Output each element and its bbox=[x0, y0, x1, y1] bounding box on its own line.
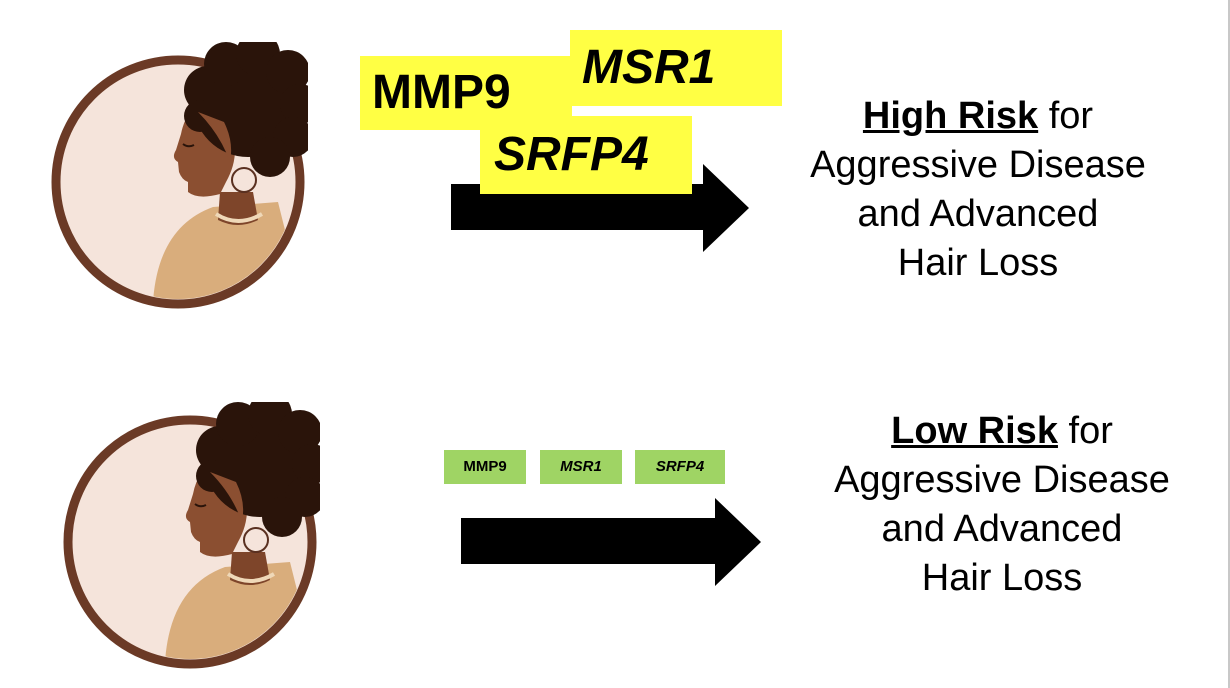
woman-portrait-low-risk bbox=[60, 402, 320, 682]
outcome-line-3: and Advanced bbox=[778, 190, 1178, 239]
risk-level-tail: for bbox=[1038, 95, 1093, 137]
gene-label-msr1: MSR1 bbox=[582, 41, 715, 94]
gene-label-msr1: MSR1 bbox=[560, 458, 602, 475]
outcome-line-4: Hair Loss bbox=[802, 554, 1202, 603]
outcome-line-3: and Advanced bbox=[802, 505, 1202, 554]
gene-highlight-srfp4-high: SRFP4 bbox=[480, 116, 692, 194]
risk-level-label: High Risk bbox=[863, 95, 1038, 137]
gene-label-srfp4: SRFP4 bbox=[656, 458, 704, 475]
woman-portrait-high-risk bbox=[48, 42, 308, 322]
outcome-line-4: Hair Loss bbox=[778, 239, 1178, 288]
outcome-line-1: Low Risk for bbox=[802, 407, 1202, 456]
outcome-high-risk: High Risk for Aggressive Disease and Adv… bbox=[778, 92, 1178, 288]
gene-label-mmp9: MMP9 bbox=[463, 458, 506, 475]
gene-highlight-mmp9-low: MMP9 bbox=[444, 450, 526, 484]
gene-label-mmp9: MMP9 bbox=[372, 66, 511, 119]
outcome-line-2: Aggressive Disease bbox=[802, 456, 1202, 505]
arrow-low-risk bbox=[461, 498, 761, 586]
risk-level-label: Low Risk bbox=[891, 410, 1058, 452]
gene-highlight-msr1-high: MSR1 bbox=[570, 30, 782, 106]
gene-highlight-msr1-low: MSR1 bbox=[540, 450, 622, 484]
gene-label-srfp4: SRFP4 bbox=[494, 128, 649, 181]
outcome-low-risk: Low Risk for Aggressive Disease and Adva… bbox=[802, 407, 1202, 603]
outcome-line-1: High Risk for bbox=[778, 92, 1178, 141]
outcome-line-2: Aggressive Disease bbox=[778, 141, 1178, 190]
risk-level-tail: for bbox=[1058, 410, 1113, 452]
gene-highlight-srfp4-low: SRFP4 bbox=[635, 450, 725, 484]
